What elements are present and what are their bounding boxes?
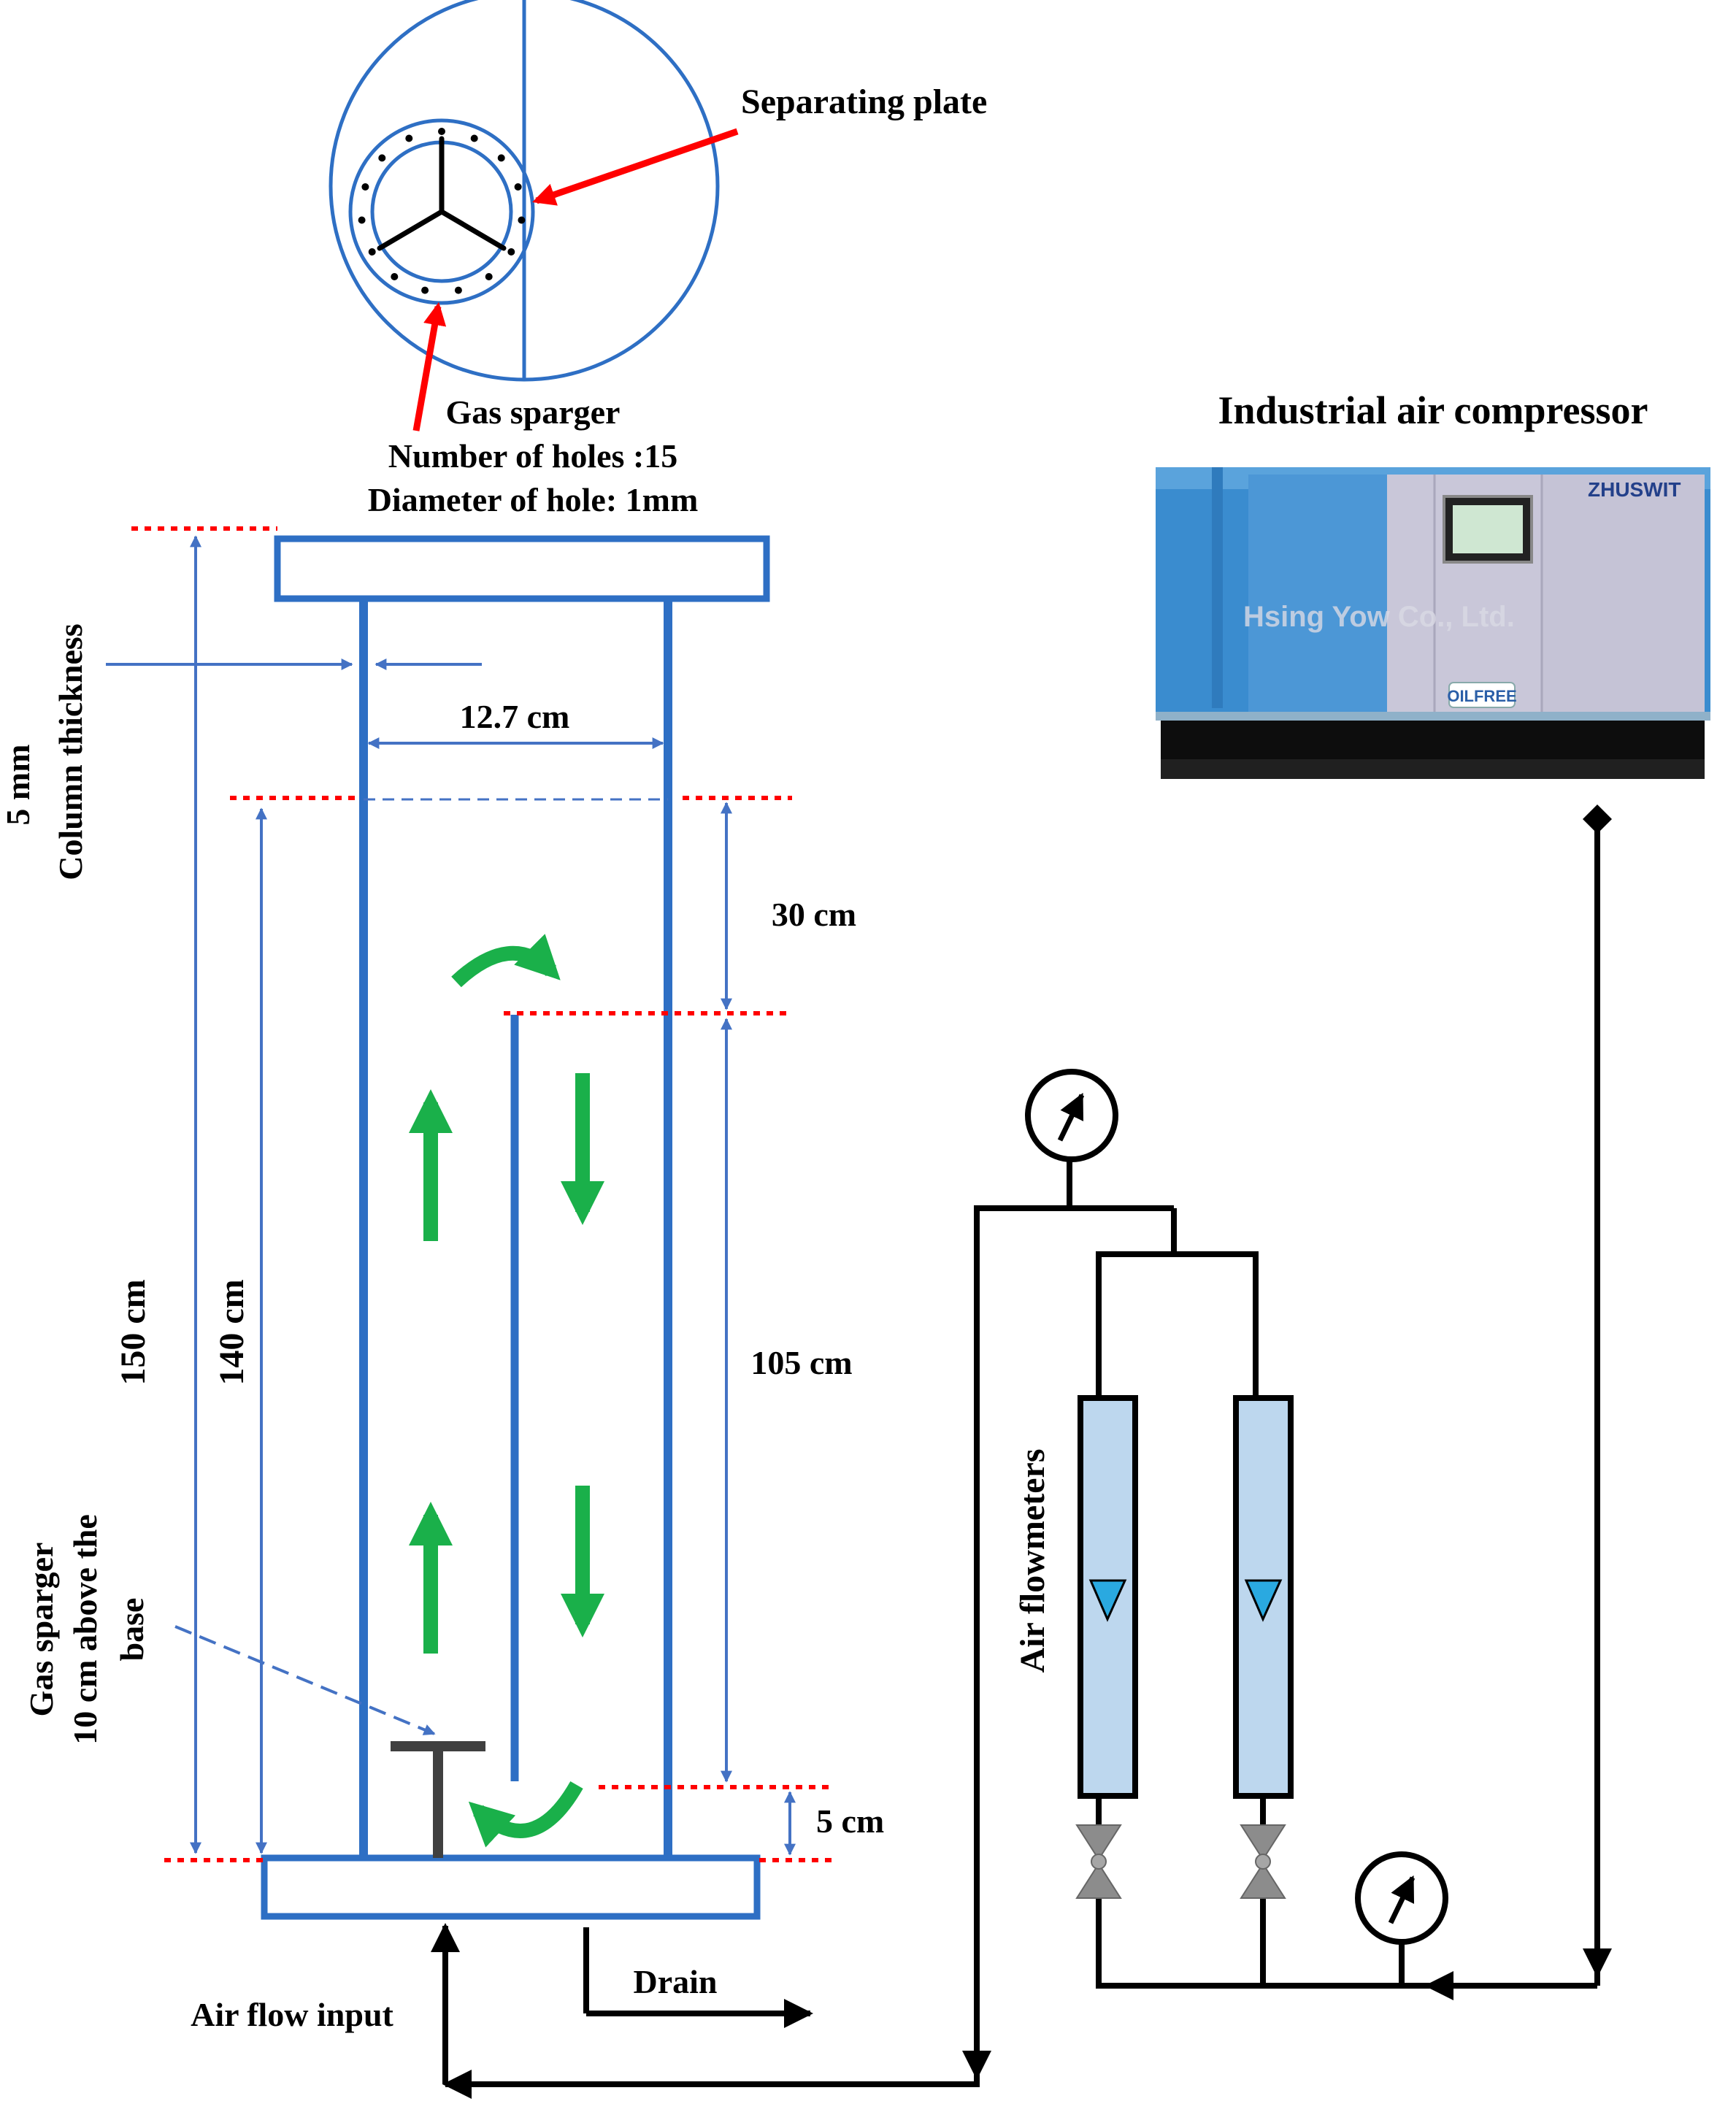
bottom-base	[261, 1854, 761, 1920]
flowmeter-left	[1075, 1395, 1138, 1899]
column-side-view	[261, 535, 770, 1920]
gas-sparger-label: Gas sparger	[446, 393, 621, 431]
sparger-hole	[497, 154, 505, 162]
flowmeter-right	[1233, 1395, 1294, 1899]
sparger-hole	[518, 216, 526, 224]
compressor-badge: OILFREE	[1447, 687, 1516, 705]
top-cap	[274, 535, 770, 602]
sparger-hole	[438, 128, 445, 135]
compressor-brand: ZHUSWIT	[1588, 478, 1681, 501]
sparger-position-label-1: Gas sparger	[23, 1543, 60, 1717]
sparger-hole	[361, 183, 369, 191]
reference-lines	[131, 526, 832, 1862]
bottom-manifold	[1096, 1898, 1497, 1989]
valve-icon	[1075, 1824, 1122, 1899]
height-150-label: 150 cm	[114, 1279, 153, 1385]
air-flowmeters-label: Air flowmeters	[1013, 1449, 1052, 1673]
sparger-hole	[470, 134, 478, 142]
column-thickness-value-label: 5 mm	[0, 744, 37, 825]
sparger-hole	[405, 134, 413, 142]
valve-icon	[1240, 1824, 1286, 1899]
dimension-lines	[106, 535, 796, 1856]
sparger-hole	[391, 273, 399, 280]
top-crossover-arrow	[451, 934, 561, 988]
air-input-pipe	[445, 1205, 1066, 2087]
sparger-hole	[507, 248, 515, 256]
number-of-holes-label: Number of holes :15	[388, 437, 678, 475]
gas-sparger-side	[391, 1741, 485, 1858]
sparger-hole	[358, 216, 366, 224]
sparger-position-leader	[174, 1625, 436, 1735]
pressure-gauge-icon	[1355, 1851, 1448, 1945]
float-indicator-icon	[1088, 1579, 1127, 1622]
air-flow-input-label: Air flow input	[191, 1996, 393, 2033]
float-indicator-icon	[1244, 1579, 1283, 1622]
height-140-label: 140 cm	[212, 1279, 251, 1385]
separating-plate-pointer	[532, 128, 739, 206]
sparger-tripod	[377, 136, 507, 251]
sparger-hole	[514, 183, 522, 191]
separating-plate-label: Separating plate	[741, 82, 987, 121]
circulation-arrows	[409, 934, 604, 1848]
sparger-hole	[421, 286, 429, 294]
sparger-hole	[454, 286, 462, 294]
pressure-gauge-icon	[1025, 1069, 1118, 1162]
bottom-gap-label: 5 cm	[816, 1802, 884, 1840]
sparger-hole	[485, 273, 493, 280]
flow-direction-arrows	[431, 805, 1612, 2099]
sparger-position-label-3: base	[113, 1598, 150, 1662]
top-gap-label: 30 cm	[772, 896, 856, 933]
sparger-holes	[358, 128, 526, 294]
compressor-title: Industrial air compressor	[1218, 388, 1648, 432]
diameter-of-hole-label: Diameter of hole: 1mm	[368, 481, 699, 518]
gas-sparger-pointer	[412, 302, 447, 431]
sparger-hole	[368, 248, 376, 256]
bottom-crossover-arrow	[468, 1781, 583, 1848]
sparger-hole	[378, 154, 386, 162]
drain-label: Drain	[634, 1963, 718, 2000]
air-compressor-image: ZHUSWIT Hsing Yow Co., Ltd. OILFREE	[1156, 467, 1710, 779]
sparger-position-label-2: 10 cm above the	[66, 1514, 104, 1745]
compressor-watermark: Hsing Yow Co., Ltd.	[1243, 601, 1515, 633]
column-thickness-label: Column thickness	[52, 623, 89, 880]
inner-diameter-label: 12.7 cm	[460, 698, 570, 735]
cross-section-top-view	[329, 0, 720, 382]
plate-length-label: 105 cm	[750, 1344, 852, 1381]
